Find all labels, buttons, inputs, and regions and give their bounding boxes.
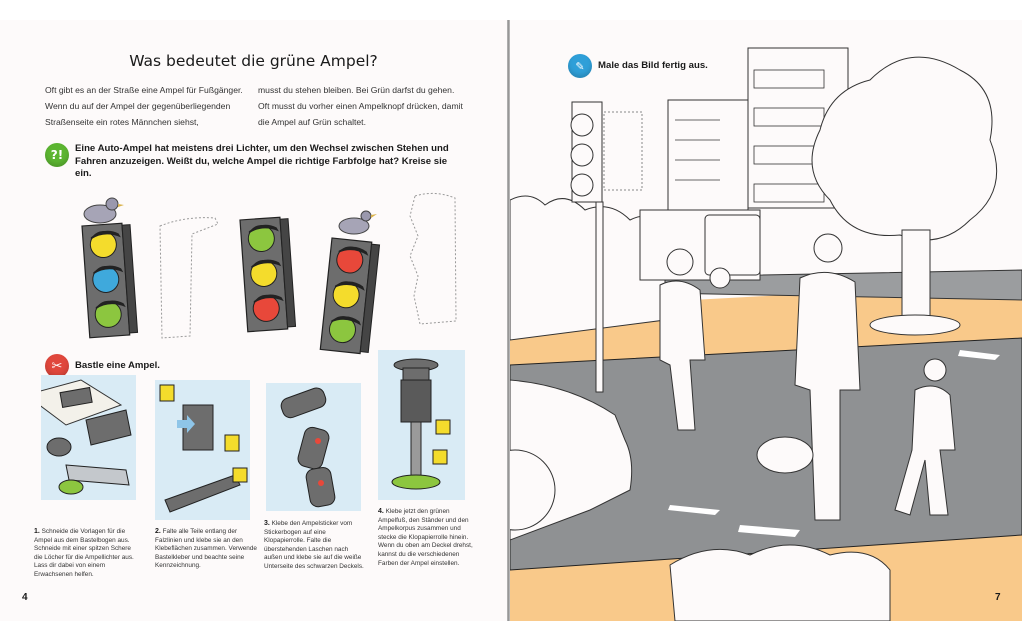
traffic-light-1 xyxy=(81,222,139,339)
page-number-right: 7 xyxy=(995,592,1001,603)
craft-step-2: 2. Falte alle Teile entlang der Falzlini… xyxy=(155,528,257,570)
question-exclamation-icon: ?! xyxy=(45,143,69,167)
book-spine xyxy=(507,20,510,621)
craft-step-4: 4. Klebe jetzt den grünen Ampelfuß, den … xyxy=(378,508,473,567)
scissors-icon: ✂ xyxy=(45,354,69,378)
quiz-instruction: Eine Auto-Ampel hat meistens drei Lichte… xyxy=(75,143,449,179)
intro-text-column-1: Oft gibt es an der Straße eine Ampel für… xyxy=(45,85,243,127)
page-title: Was bedeutet die grüne Ampel? xyxy=(129,52,378,70)
right-page: ✎ Male das Bild fertig aus. 7 xyxy=(510,20,1022,621)
coloring-instruction: Male das Bild fertig aus. xyxy=(598,60,708,71)
coloring-task: ✎ Male das Bild fertig aus. xyxy=(568,54,708,78)
book-spread: Was bedeutet die grüne Ampel? Oft gibt e… xyxy=(0,20,1022,621)
craft-heading: Bastle eine Ampel. xyxy=(75,360,160,371)
quiz-task: ?! Eine Auto-Ampel hat meistens drei Lic… xyxy=(45,143,465,181)
craft-step-2-image xyxy=(155,380,250,520)
left-page: Was bedeutet die grüne Ampel? Oft gibt e… xyxy=(0,20,507,621)
craft-task-heading: ✂ Bastle eine Ampel. xyxy=(45,354,160,378)
craft-step-4-image xyxy=(378,350,465,500)
paintbrush-icon: ✎ xyxy=(568,54,592,78)
dotted-cutout-1 xyxy=(159,217,219,339)
craft-step-1-image xyxy=(24,375,136,500)
pigeon-icon xyxy=(83,197,124,224)
coloring-scene xyxy=(510,47,1022,621)
intro-text-column-2: musst du stehen bleiben. Bei Grün darfst… xyxy=(258,85,463,127)
dotted-cutout-2 xyxy=(409,192,457,325)
craft-step-3: 3. Klebe den Ampelsticker vom Stickerbog… xyxy=(264,520,364,570)
traffic-light-options xyxy=(81,192,457,355)
craft-step-3-image xyxy=(266,383,361,511)
traffic-light-2 xyxy=(239,216,297,333)
page-number-left: 4 xyxy=(22,592,28,603)
pigeon-icon xyxy=(338,210,377,235)
craft-step-1: 1. Schneide die Vorlagen für die Ampel a… xyxy=(34,528,134,578)
traffic-light-3 xyxy=(319,237,381,355)
